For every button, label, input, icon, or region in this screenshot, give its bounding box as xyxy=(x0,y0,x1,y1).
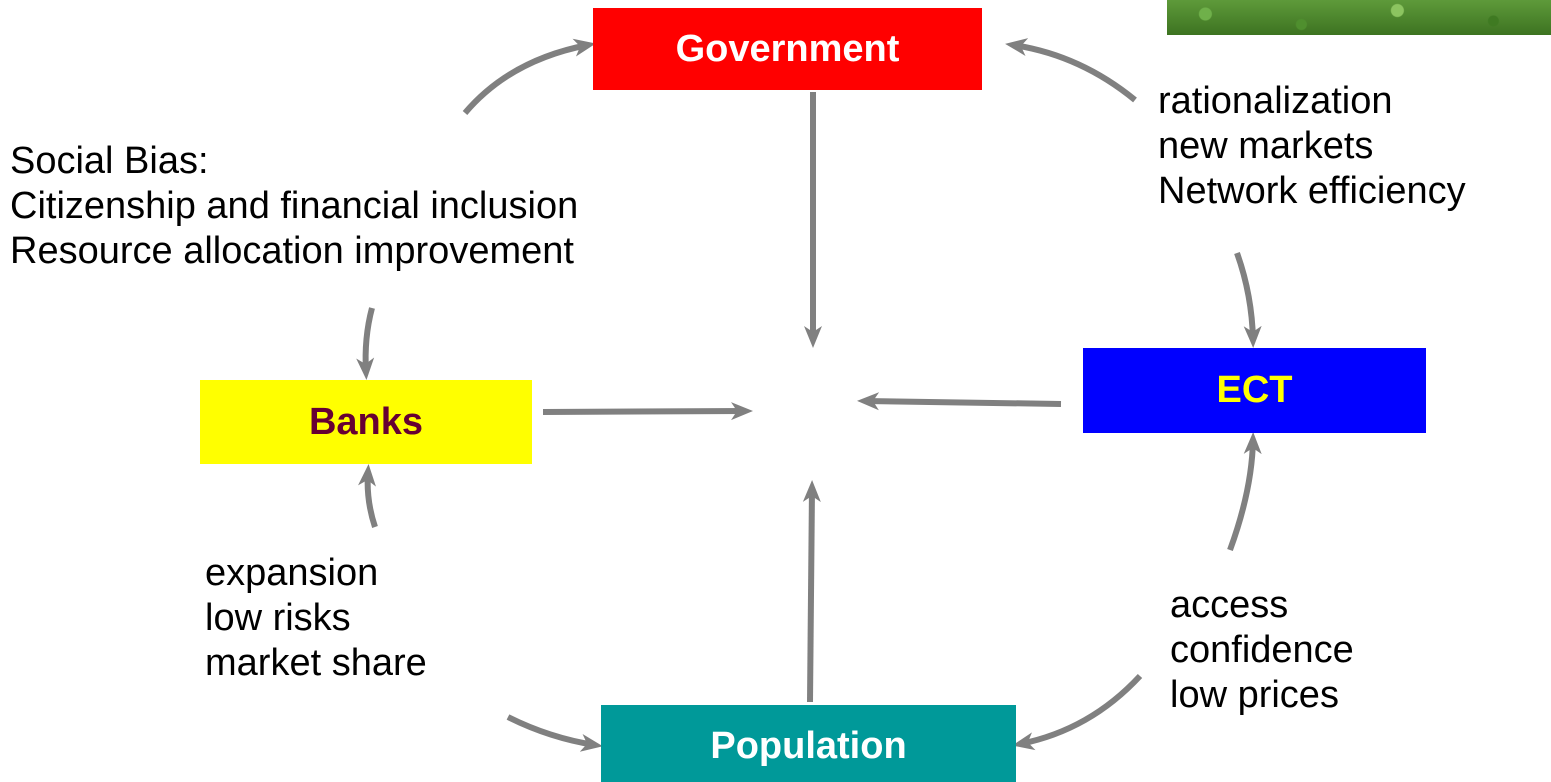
population-node: Population xyxy=(601,705,1016,782)
government-label: Government xyxy=(675,27,900,70)
banks-population-annotation: expansion low risks market share xyxy=(205,551,427,686)
annotation-line: market share xyxy=(205,642,427,684)
banks-label: Banks xyxy=(308,400,424,443)
arrow-to-government-right xyxy=(1005,38,1137,103)
arrow-govlabel-to-ect xyxy=(1234,251,1262,348)
arrow-banks-label-to-population xyxy=(506,714,603,752)
ect-label: ECT xyxy=(1216,369,1293,411)
annotation-line: Network efficiency xyxy=(1158,170,1466,212)
grass-photo-decoration xyxy=(1167,0,1551,35)
arrow-banks-to-center xyxy=(542,402,753,421)
population-label: Population xyxy=(710,724,907,767)
arrow-up-to-ect xyxy=(1227,432,1262,552)
arrow-ect-to-center xyxy=(857,392,1062,411)
arrow-up-to-banks xyxy=(358,464,378,528)
annotation-line: low prices xyxy=(1170,674,1339,716)
government-ect-annotation: rationalization new markets Network effi… xyxy=(1158,79,1466,214)
annotation-line: Resource allocation improvement xyxy=(10,230,574,272)
annotation-line: expansion xyxy=(205,552,379,594)
ect-population-annotation: access confidence low prices xyxy=(1170,583,1354,718)
annotation-line: Social Bias: xyxy=(10,140,209,182)
annotation-line: Citizenship and financial inclusion xyxy=(10,185,579,227)
arrow-social-to-banks xyxy=(356,307,375,380)
annotation-line: access xyxy=(1170,584,1289,626)
annotation-line: rationalization xyxy=(1158,80,1393,122)
arrow-population-to-center xyxy=(802,480,821,703)
annotation-line: confidence xyxy=(1170,629,1354,671)
social-bias-annotation: Social Bias: Citizenship and financial i… xyxy=(10,139,578,274)
ect-node: ECT xyxy=(1083,348,1426,433)
annotation-line: new markets xyxy=(1158,125,1374,167)
government-node: Government xyxy=(593,8,982,90)
annotation-line: low risks xyxy=(205,597,351,639)
arrow-to-government-left xyxy=(462,38,596,115)
banks-node: Banks xyxy=(200,380,532,464)
arrow-ect-label-to-population xyxy=(1012,673,1143,751)
